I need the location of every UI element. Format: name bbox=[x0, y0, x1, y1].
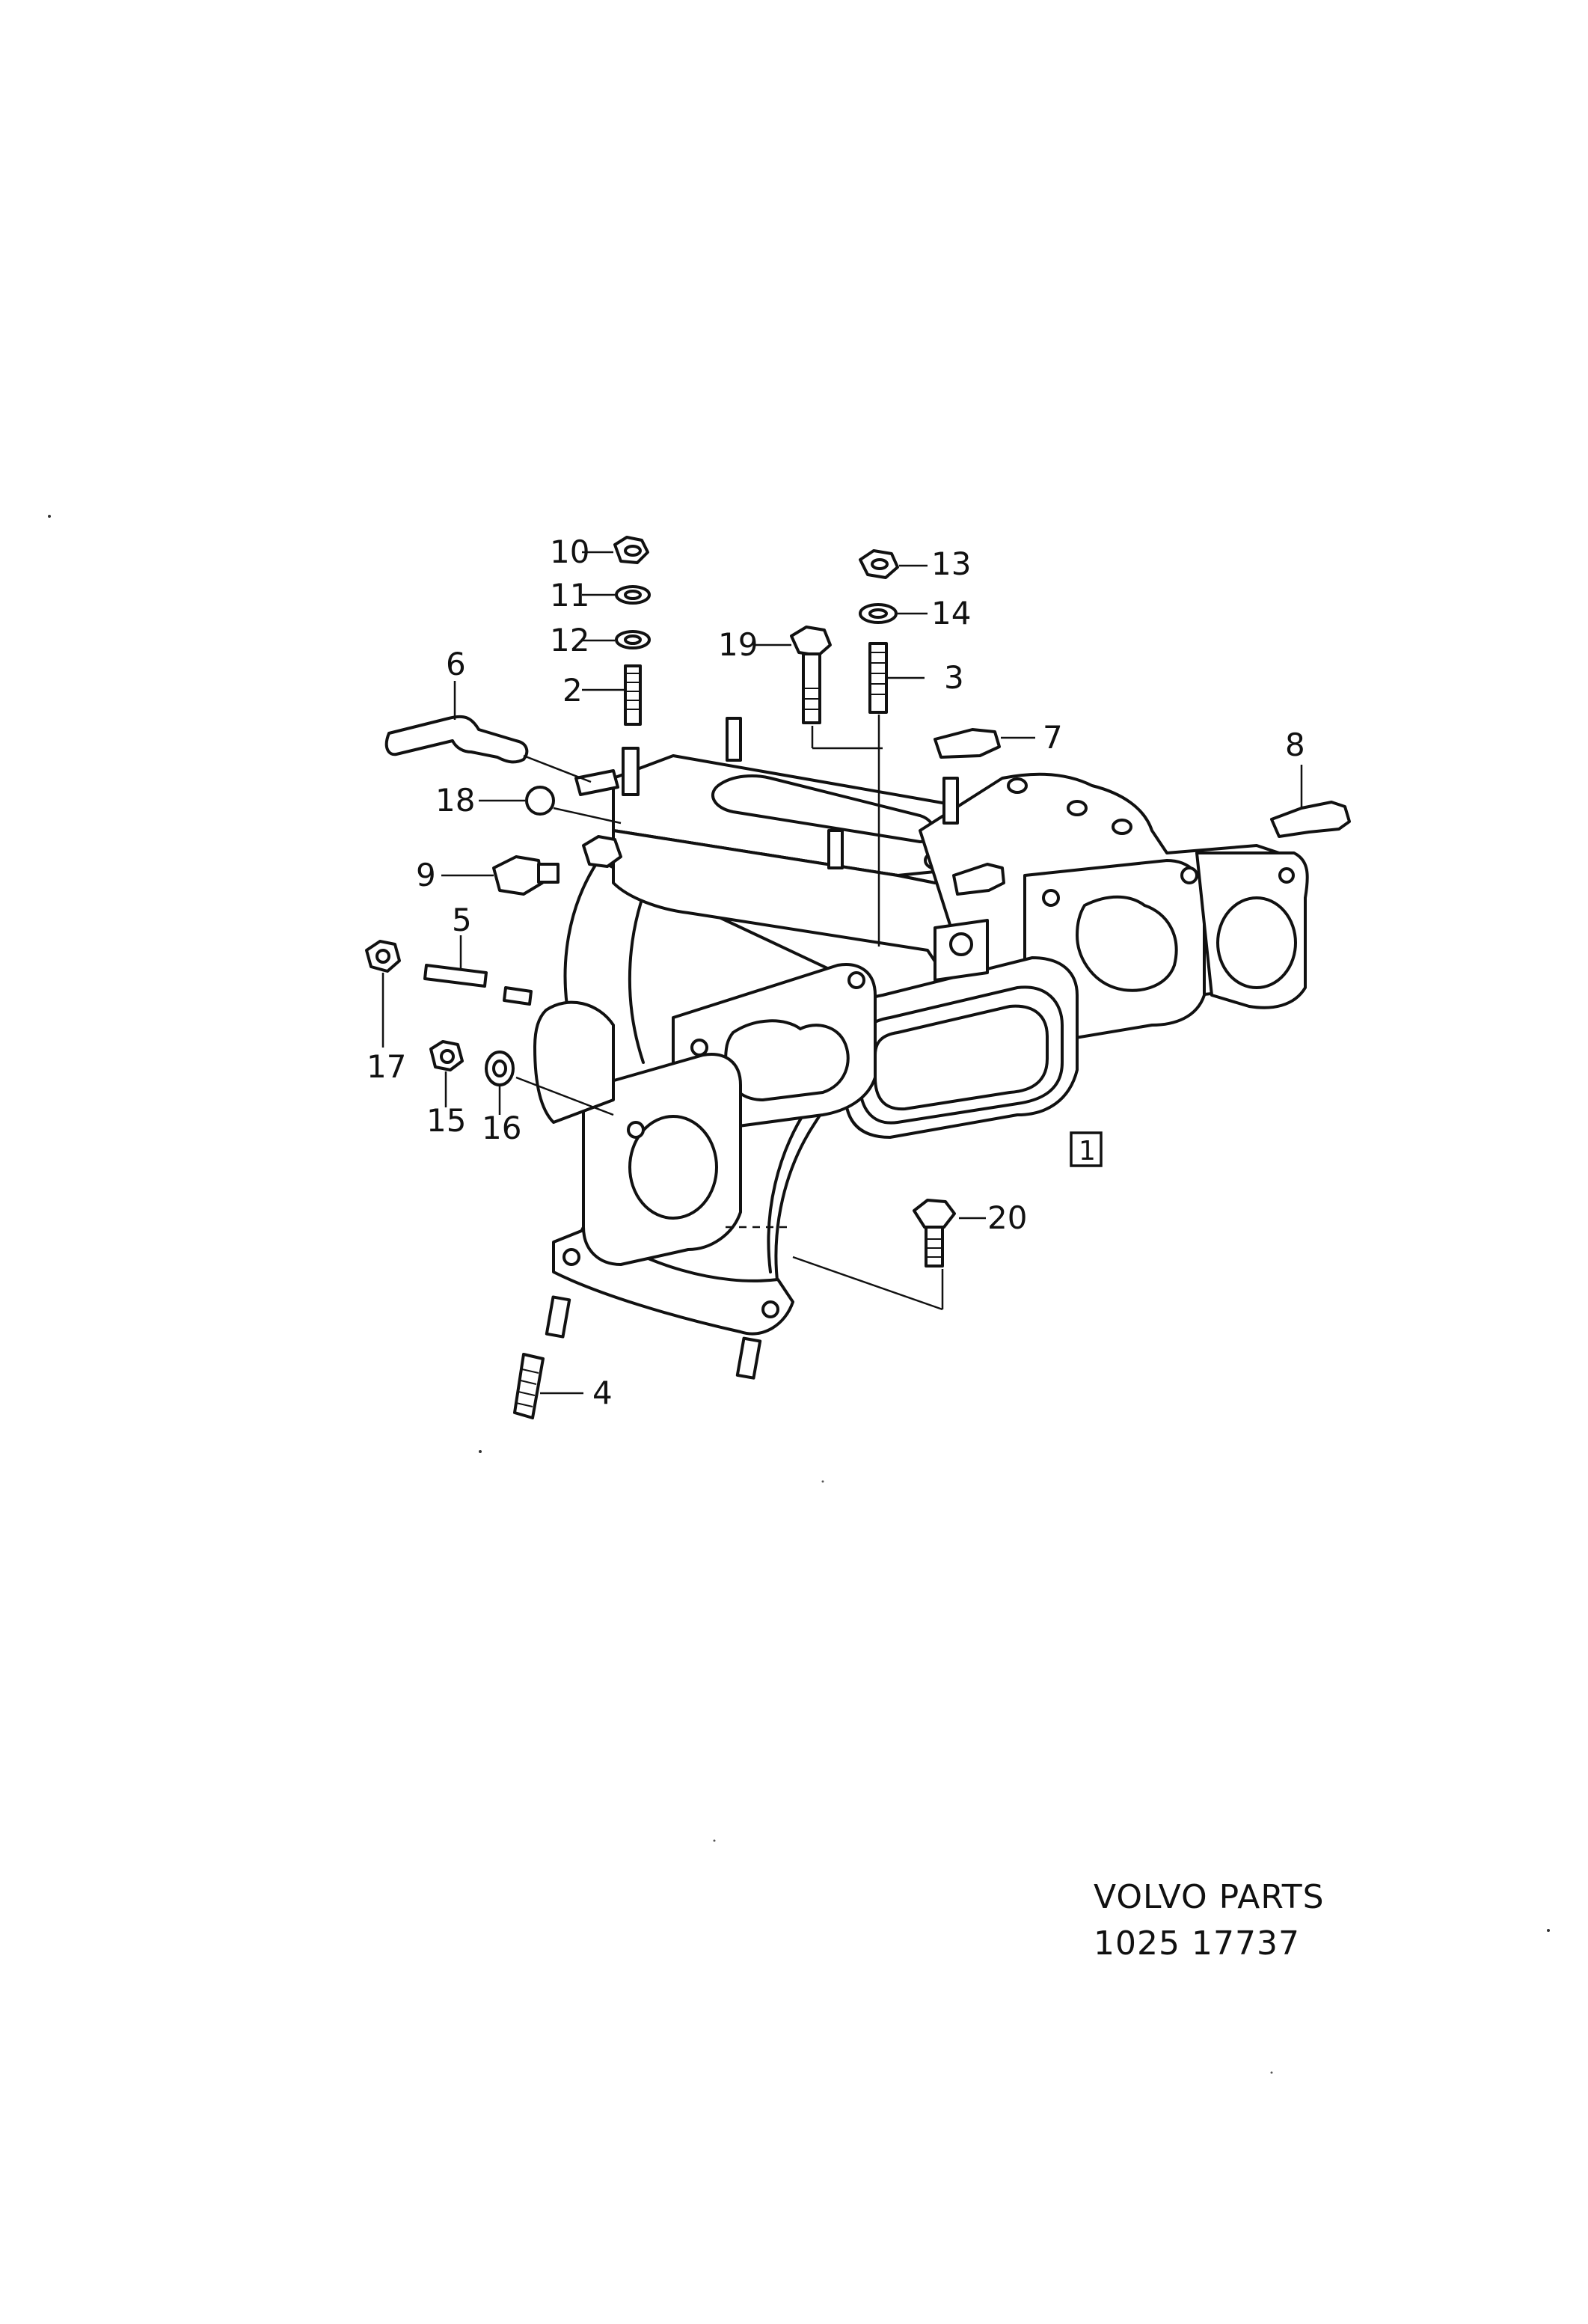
part-short-stud bbox=[574, 769, 619, 796]
intake-manifold bbox=[533, 754, 1309, 1336]
part-4-stud bbox=[513, 1353, 545, 1419]
part-8-fitting bbox=[1270, 801, 1351, 838]
part-11-washer bbox=[615, 585, 651, 605]
callout-17: 17 bbox=[367, 1048, 406, 1085]
leader-lines bbox=[381, 551, 1303, 1395]
part-2-stud bbox=[624, 664, 642, 726]
callout-14: 14 bbox=[931, 595, 971, 632]
assembly-number: 1 bbox=[1079, 1136, 1096, 1166]
part-9-plug bbox=[492, 835, 622, 896]
callout-19: 19 bbox=[718, 626, 758, 663]
callout-5: 5 bbox=[452, 902, 472, 938]
manifold-studs bbox=[545, 717, 959, 1380]
part-15-nut bbox=[429, 1040, 464, 1071]
footer-code: 1025 17737 bbox=[1094, 1924, 1300, 1963]
callout-7: 7 bbox=[1043, 719, 1063, 756]
callout-18: 18 bbox=[435, 782, 475, 819]
part-13-nut bbox=[859, 549, 899, 579]
callout-10: 10 bbox=[550, 533, 589, 570]
footer: VOLVO PARTS 1025 17737 bbox=[1094, 1878, 1325, 1963]
callout-9: 9 bbox=[416, 857, 436, 893]
callout-12: 12 bbox=[550, 622, 589, 658]
part-20-bolt bbox=[913, 1199, 956, 1268]
callout-20: 20 bbox=[987, 1199, 1027, 1236]
part-5-stud bbox=[423, 964, 533, 1006]
callout-2: 2 bbox=[562, 672, 583, 709]
part-18-plug bbox=[525, 786, 555, 816]
part-16-washer bbox=[485, 1051, 515, 1086]
assembly-box-label: 1 bbox=[1070, 1131, 1103, 1167]
part-3-stud bbox=[868, 642, 888, 714]
callout-4: 4 bbox=[592, 1374, 613, 1411]
part-6-elbow-pipe bbox=[384, 715, 529, 764]
callout-3: 3 bbox=[944, 659, 964, 696]
part-19-bolt bbox=[790, 626, 832, 724]
part-14-washer bbox=[859, 603, 898, 624]
callout-13: 13 bbox=[931, 545, 971, 582]
callout-6: 6 bbox=[446, 646, 466, 682]
part-12-washer bbox=[615, 630, 651, 649]
callout-16: 16 bbox=[482, 1110, 521, 1146]
scan-specks bbox=[48, 515, 1550, 2074]
part-7-fitting bbox=[934, 728, 1001, 759]
part-side-fitting bbox=[952, 863, 1005, 896]
callout-11: 11 bbox=[550, 577, 589, 614]
footer-brand: VOLVO PARTS bbox=[1094, 1878, 1325, 1916]
callout-8: 8 bbox=[1285, 727, 1305, 763]
part-10-nut bbox=[613, 536, 649, 564]
callout-15: 15 bbox=[426, 1102, 466, 1139]
part-17-nut bbox=[365, 940, 401, 973]
callout-labels: 10 11 12 2 6 18 9 5 17 15 16 13 14 19 3 … bbox=[367, 533, 1305, 1411]
